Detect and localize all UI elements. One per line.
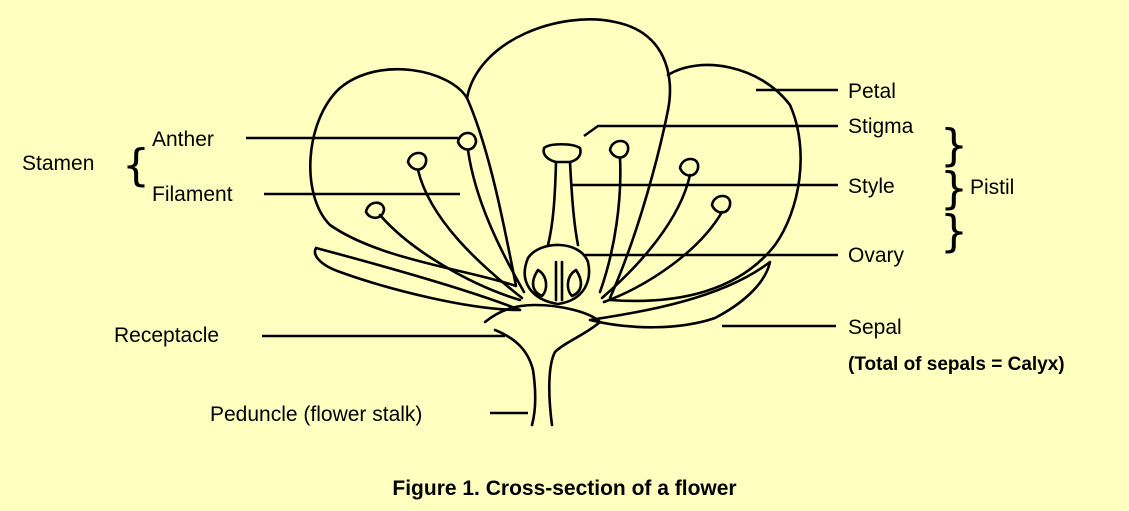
- peduncle: [493, 328, 537, 427]
- label-sepal: Sepal: [848, 316, 902, 339]
- anther-3: [456, 131, 478, 151]
- petal-left: [309, 67, 518, 288]
- filament-4: [598, 156, 622, 294]
- label-style: Style: [848, 175, 895, 198]
- stigma-shape: [542, 142, 582, 164]
- figure-caption: Figure 1. Cross-section of a flower: [392, 477, 737, 500]
- filament-2: [416, 168, 524, 300]
- filament-3: [466, 148, 526, 294]
- sepal-left: [313, 246, 522, 312]
- filament-6: [602, 210, 724, 304]
- petal-right: [608, 63, 802, 303]
- brace-stamen: {: [122, 140, 150, 191]
- sepal-right: [588, 260, 772, 329]
- label-receptacle: Receptacle: [114, 324, 219, 347]
- anther-4: [608, 139, 630, 159]
- brace-pistil-2: }: [940, 163, 968, 214]
- anther-5: [678, 157, 700, 177]
- label-anther: Anther: [152, 128, 214, 151]
- brace-pistil-3: }: [940, 206, 968, 257]
- label-filament: Filament: [152, 183, 233, 206]
- brace-pistil-1: }: [940, 120, 968, 171]
- label-ovary: Ovary: [848, 244, 905, 267]
- label-stamen: Stamen: [22, 152, 94, 175]
- ovary-seam: [554, 260, 564, 302]
- label-pistil: Pistil: [970, 176, 1014, 199]
- leader-stigma: [583, 124, 838, 137]
- label-sepal-note: (Total of sepals = Calyx): [848, 354, 1065, 375]
- petal-center: [465, 18, 672, 112]
- anther-2: [406, 151, 428, 171]
- anther-6: [710, 194, 732, 214]
- anther-1: [364, 201, 386, 220]
- filament-5: [600, 173, 692, 300]
- label-petal: Petal: [848, 80, 896, 103]
- ovule-left: [531, 268, 548, 298]
- style-shape: [546, 160, 580, 247]
- ovule-right: [566, 268, 583, 298]
- label-stigma: Stigma: [848, 115, 914, 138]
- receptacle: [483, 303, 602, 427]
- ovary-shape: [523, 243, 591, 306]
- label-peduncle: Peduncle (flower stalk): [210, 403, 422, 426]
- filament-1: [378, 213, 522, 302]
